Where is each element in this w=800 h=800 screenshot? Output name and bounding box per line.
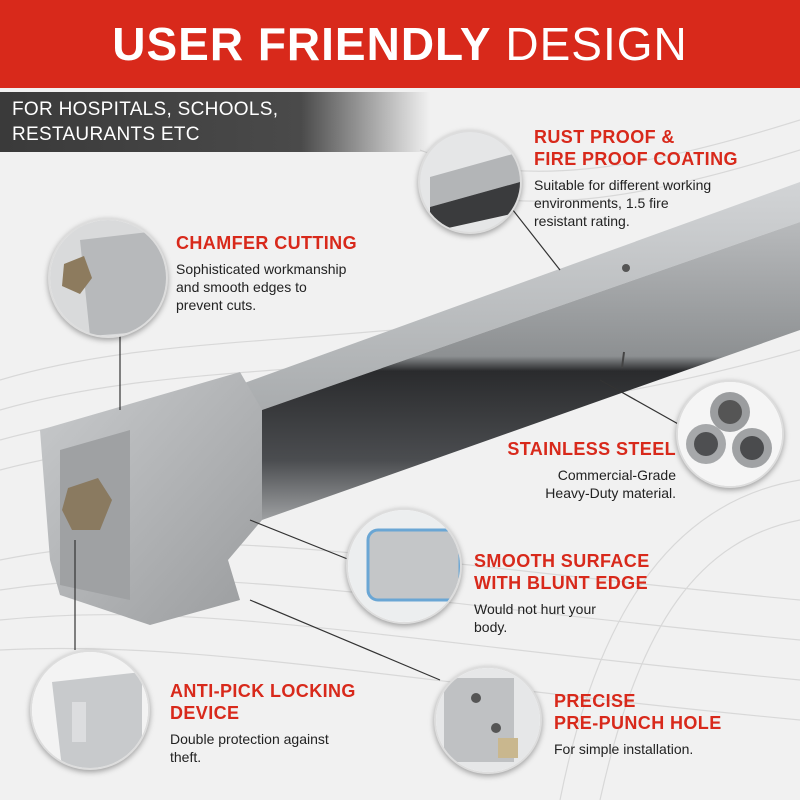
callout-stainless: STAINLESS STEEL Commercial-Grade Heavy-D…	[496, 438, 676, 502]
lock-icon	[32, 652, 148, 768]
stainless-circle	[676, 380, 784, 488]
callout-punch-desc: For simple installation.	[554, 741, 694, 757]
callout-pre-punch: PRECISE PRE-PUNCH HOLE For simple instal…	[554, 690, 774, 758]
bar-corner-icon	[420, 132, 520, 232]
subtitle-line-1: FOR HOSPITALS, SCHOOLS,	[12, 99, 279, 120]
anti-pick-circle	[30, 650, 150, 770]
chamfer-circle	[48, 218, 168, 338]
subtitle-line-2: RESTAURANTS ETC	[12, 124, 200, 145]
page-title: USER FRIENDLY DESIGN	[0, 14, 800, 74]
mounting-plate-icon	[436, 668, 540, 772]
subtitle-bar	[0, 92, 430, 152]
callout-anti-pick: ANTI-PICK LOCKING DEVICE Double protecti…	[170, 680, 390, 766]
callout-punch-title: PRECISE PRE-PUNCH HOLE	[554, 691, 722, 733]
subtitle: FOR HOSPITALS, SCHOOLS, RESTAURANTS ETC	[12, 97, 278, 147]
callout-steel-title: STAINLESS STEEL	[507, 439, 676, 459]
title-light: DESIGN	[505, 18, 688, 70]
callout-antipick-title: ANTI-PICK LOCKING DEVICE	[170, 681, 356, 723]
callout-chamfer-desc: Sophisticated workmanship and smooth edg…	[176, 261, 347, 313]
smooth-surface-circle	[346, 508, 462, 624]
callout-rust-desc: Suitable for different working environme…	[534, 177, 712, 229]
callout-smooth: SMOOTH SURFACE WITH BLUNT EDGE Would not…	[474, 550, 714, 636]
callout-antipick-desc: Double protection against theft.	[170, 731, 329, 765]
pre-punch-circle	[434, 666, 542, 774]
callout-smooth-title: SMOOTH SURFACE WITH BLUNT EDGE	[474, 551, 650, 593]
callout-steel-desc: Commercial-Grade Heavy-Duty material.	[545, 467, 676, 501]
callout-chamfer-title: CHAMFER CUTTING	[176, 233, 357, 253]
rust-proof-circle	[418, 130, 522, 234]
title-bold: USER FRIENDLY	[112, 18, 492, 70]
tubes-icon	[678, 382, 782, 486]
callout-smooth-desc: Would not hurt your body.	[474, 601, 596, 635]
chamfer-icon	[50, 220, 166, 336]
plate-icon	[348, 510, 460, 622]
callout-chamfer: CHAMFER CUTTING Sophisticated workmanshi…	[176, 232, 406, 314]
callout-rust-title: RUST PROOF & FIRE PROOF COATING	[534, 127, 738, 169]
header-banner	[0, 0, 800, 88]
callout-rust-proof: RUST PROOF & FIRE PROOF COATING Suitable…	[534, 126, 794, 230]
